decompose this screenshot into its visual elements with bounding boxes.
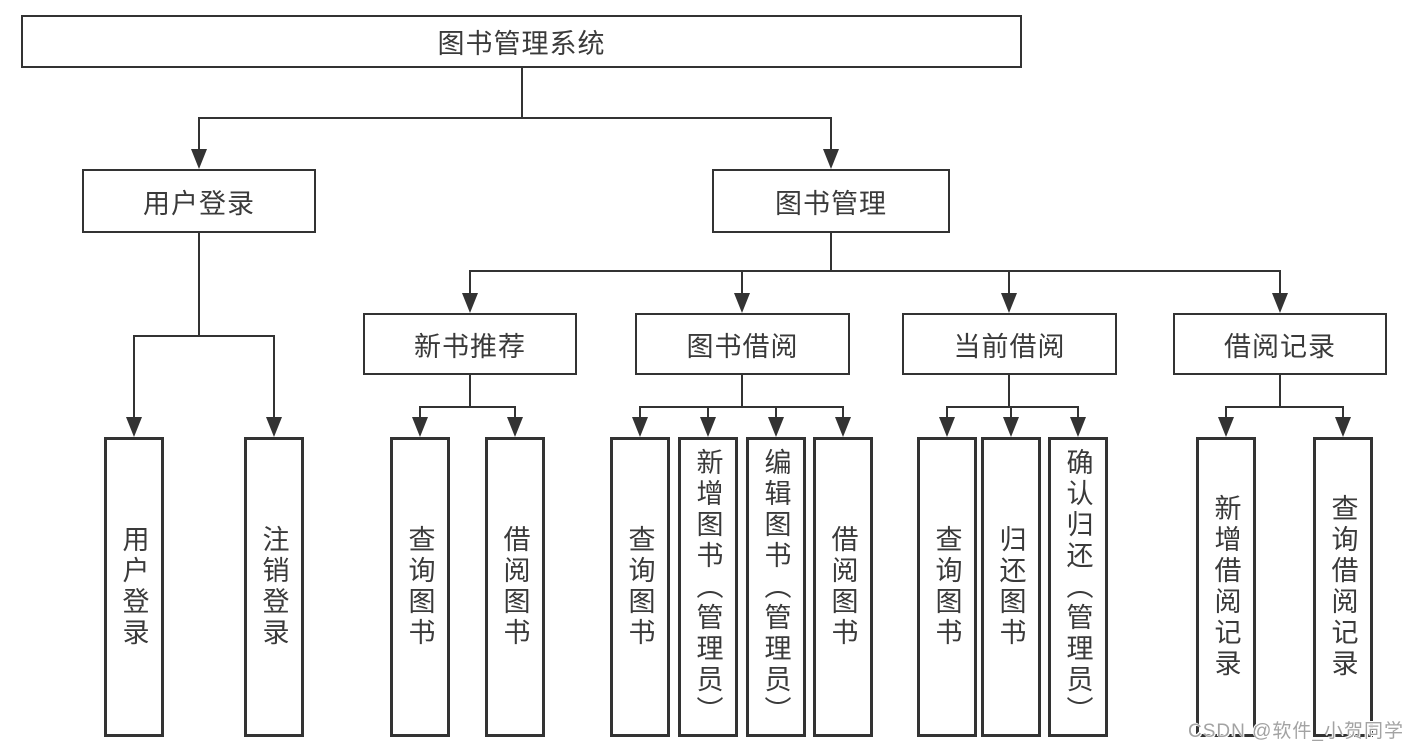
leaf-add-book-admin: 新增图书（管理员） [678,437,738,737]
connector-line [946,406,948,421]
arrow-down-icon [191,149,207,169]
arrow-down-icon [412,417,428,437]
connector-line [1279,375,1281,408]
arrow-down-icon [1003,417,1019,437]
connector-line [1342,406,1344,421]
arrow-down-icon [1001,293,1017,313]
connector-line [1010,406,1012,421]
leaf-query-book-recommend: 查询图书 [390,437,450,737]
node-borrowing-records: 借阅记录 [1173,313,1387,375]
connector-line [741,270,743,296]
arrow-down-icon [939,417,955,437]
connector-line [273,335,275,420]
connector-line [133,335,135,420]
connector-line [419,406,421,421]
connector-line [419,406,516,408]
leaf-return-book: 归还图书 [981,437,1041,737]
leaf-query-book-borrowing: 查询图书 [610,437,670,737]
connector-line [1008,375,1010,408]
node-book-borrowing: 图书借阅 [635,313,850,375]
leaf-borrow-book-recommend: 借阅图书 [485,437,545,737]
connector-line [1008,270,1010,296]
connector-line [1225,406,1227,421]
leaf-logout: 注销登录 [244,437,304,737]
leaf-borrow-book: 借阅图书 [813,437,873,737]
connector-line [133,335,275,337]
arrow-down-icon [835,417,851,437]
leaf-confirm-return-admin: 确认归还（管理员） [1048,437,1108,737]
arrow-down-icon [462,293,478,313]
connector-line [830,117,832,152]
arrow-down-icon [126,417,142,437]
node-user-login: 用户登录 [82,169,316,233]
connector-line [775,406,777,421]
arrow-down-icon [734,293,750,313]
arrow-down-icon [1335,417,1351,437]
connector-line [198,233,200,337]
leaf-query-book-current: 查询图书 [917,437,977,737]
connector-line [707,406,709,421]
arrow-down-icon [1218,417,1234,437]
csdn-watermark: CSDN @软件_小贺同学 [1188,721,1404,742]
node-book-management: 图书管理 [712,169,950,233]
connector-line [639,406,641,421]
connector-line [514,406,516,421]
leaf-edit-book-admin: 编辑图书（管理员） [746,437,806,737]
connector-line [1225,406,1344,408]
leaf-query-borrow-record: 查询借阅记录 [1313,437,1373,737]
leaf-user-login: 用户登录 [104,437,164,737]
node-library-management-system: 图书管理系统 [21,15,1022,68]
arrow-down-icon [768,417,784,437]
connector-line [946,406,1079,408]
arrow-down-icon [507,417,523,437]
connector-line [639,406,844,408]
connector-line [1077,406,1079,421]
node-current-borrowing: 当前借阅 [902,313,1117,375]
leaf-add-borrow-record: 新增借阅记录 [1196,437,1256,737]
connector-line [741,375,743,408]
arrow-down-icon [632,417,648,437]
connector-line [1279,270,1281,296]
connector-line [198,117,832,119]
connector-line [842,406,844,421]
connector-line [198,117,200,152]
connector-line [521,68,523,119]
arrow-down-icon [1070,417,1086,437]
connector-line [469,375,471,408]
arrow-down-icon [823,149,839,169]
arrow-down-icon [700,417,716,437]
arrow-down-icon [1272,293,1288,313]
connector-line [469,270,471,296]
connector-line [830,232,832,272]
node-new-book-recommend: 新书推荐 [363,313,577,375]
arrow-down-icon [266,417,282,437]
connector-line [469,270,1281,272]
